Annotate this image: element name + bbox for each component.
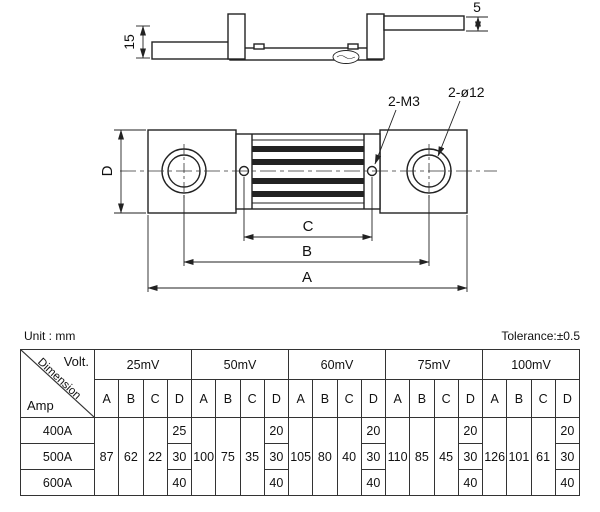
side-right-post bbox=[366, 13, 385, 60]
dim-header: B bbox=[312, 379, 338, 418]
value-cell: 30 bbox=[166, 443, 193, 470]
bolt-holes-label: 2-ø12 bbox=[448, 84, 485, 100]
corner-amp-label: Amp bbox=[27, 398, 54, 413]
side-tab-right bbox=[347, 43, 359, 50]
value-cell: 20 bbox=[263, 417, 290, 444]
value-cell: 101 bbox=[506, 417, 532, 496]
dim-header: A bbox=[190, 379, 217, 418]
leader-lines bbox=[374, 100, 461, 165]
volt-header-25mv: 25mV bbox=[94, 349, 192, 380]
value-cell: 100 bbox=[190, 417, 217, 496]
dim-header: C bbox=[239, 379, 265, 418]
volt-header-50mv: 50mV bbox=[191, 349, 289, 380]
corner-diagonal-line bbox=[21, 350, 94, 417]
value-cell: 87 bbox=[93, 417, 120, 496]
value-cell: 105 bbox=[287, 417, 314, 496]
value-cell: 30 bbox=[457, 443, 484, 470]
dim-header: A bbox=[93, 379, 120, 418]
dim-label-b: B bbox=[302, 243, 312, 260]
table-meta-row: Unit : mm Tolerance:±0.5 bbox=[0, 327, 600, 345]
value-cell: 40 bbox=[166, 469, 193, 496]
dim-header: D bbox=[554, 379, 581, 418]
dimension-table: Volt. Dimension Amp 25mV 50mV 60mV 75mV … bbox=[20, 349, 581, 496]
dim-header: B bbox=[118, 379, 144, 418]
dim-c bbox=[243, 177, 373, 241]
dim-header: B bbox=[215, 379, 241, 418]
value-cell: 30 bbox=[263, 443, 290, 470]
dim-a bbox=[147, 215, 468, 292]
side-left-terminal-plate bbox=[151, 41, 237, 60]
dim-label-d: D bbox=[99, 165, 116, 176]
resistor-strip bbox=[252, 178, 364, 184]
corner-volt-label: Volt. bbox=[63, 354, 89, 369]
side-thickness-dim-label: 5 bbox=[473, 0, 481, 15]
volt-header-60mv: 60mV bbox=[288, 349, 386, 380]
brand-squiggle bbox=[336, 55, 356, 59]
dim-header: A bbox=[481, 379, 508, 418]
value-cell: 80 bbox=[312, 417, 338, 496]
dim-header: A bbox=[384, 379, 411, 418]
value-cell: 25 bbox=[166, 417, 193, 444]
value-cell: 126 bbox=[481, 417, 508, 496]
value-cell: 45 bbox=[433, 417, 459, 496]
value-cell: 85 bbox=[409, 417, 435, 496]
screw-leader-line bbox=[374, 109, 397, 165]
value-cell: 62 bbox=[118, 417, 144, 496]
dim-header: C bbox=[433, 379, 459, 418]
value-cell: 40 bbox=[457, 469, 484, 496]
dim-label-c: C bbox=[303, 218, 314, 235]
centerlines bbox=[120, 144, 497, 198]
amp-row-label: 600A bbox=[20, 469, 95, 496]
value-cell: 30 bbox=[554, 443, 581, 470]
amp-row-label: 400A bbox=[20, 417, 95, 444]
dim-header: C bbox=[530, 379, 556, 418]
side-dimensions bbox=[136, 16, 488, 59]
value-cell: 61 bbox=[530, 417, 556, 496]
dim-header: D bbox=[360, 379, 387, 418]
value-cell: 40 bbox=[263, 469, 290, 496]
brand-ellipse bbox=[332, 50, 360, 64]
dim-header: B bbox=[409, 379, 435, 418]
side-right-terminal-plate bbox=[383, 15, 465, 31]
volt-header-100mv: 100mV bbox=[482, 349, 580, 380]
value-cell: 40 bbox=[336, 417, 362, 496]
side-left-post bbox=[227, 13, 246, 60]
resistor-strip bbox=[252, 146, 364, 152]
value-cell: 35 bbox=[239, 417, 265, 496]
dim-b bbox=[183, 195, 430, 266]
dim-label-a: A bbox=[302, 269, 312, 286]
value-cell: 110 bbox=[384, 417, 411, 496]
tolerance-note: Tolerance:±0.5 bbox=[501, 329, 580, 343]
technical-drawing: 15 5 2-M3 2-ø12 D bbox=[99, 0, 497, 292]
hole-leader-line bbox=[437, 100, 461, 157]
dim-header: D bbox=[166, 379, 193, 418]
screw-holes-label: 2-M3 bbox=[388, 93, 420, 109]
resistor-strip bbox=[252, 191, 364, 197]
value-cell: 20 bbox=[554, 417, 581, 444]
amp-row-label: 500A bbox=[20, 443, 95, 470]
unit-note: Unit : mm bbox=[24, 329, 76, 343]
resistor-strip bbox=[252, 159, 364, 165]
dim-header: C bbox=[142, 379, 168, 418]
value-cell: 20 bbox=[360, 417, 387, 444]
volt-header-75mv: 75mV bbox=[385, 349, 483, 380]
table-corner-cell: Volt. Dimension Amp bbox=[20, 349, 95, 418]
dim-header: C bbox=[336, 379, 362, 418]
value-cell: 40 bbox=[360, 469, 387, 496]
value-cell: 40 bbox=[554, 469, 581, 496]
value-cell: 75 bbox=[215, 417, 241, 496]
dim-header: D bbox=[457, 379, 484, 418]
side-tab-left bbox=[253, 43, 265, 50]
dim-d bbox=[114, 129, 146, 214]
side-view bbox=[151, 13, 465, 61]
dim-header: B bbox=[506, 379, 532, 418]
dim-header: D bbox=[263, 379, 290, 418]
dim-header: A bbox=[287, 379, 314, 418]
front-view bbox=[147, 129, 468, 214]
side-height-dim-label: 15 bbox=[121, 34, 137, 50]
value-cell: 20 bbox=[457, 417, 484, 444]
value-cell: 22 bbox=[142, 417, 168, 496]
value-cell: 30 bbox=[360, 443, 387, 470]
front-middle-section bbox=[235, 133, 381, 210]
